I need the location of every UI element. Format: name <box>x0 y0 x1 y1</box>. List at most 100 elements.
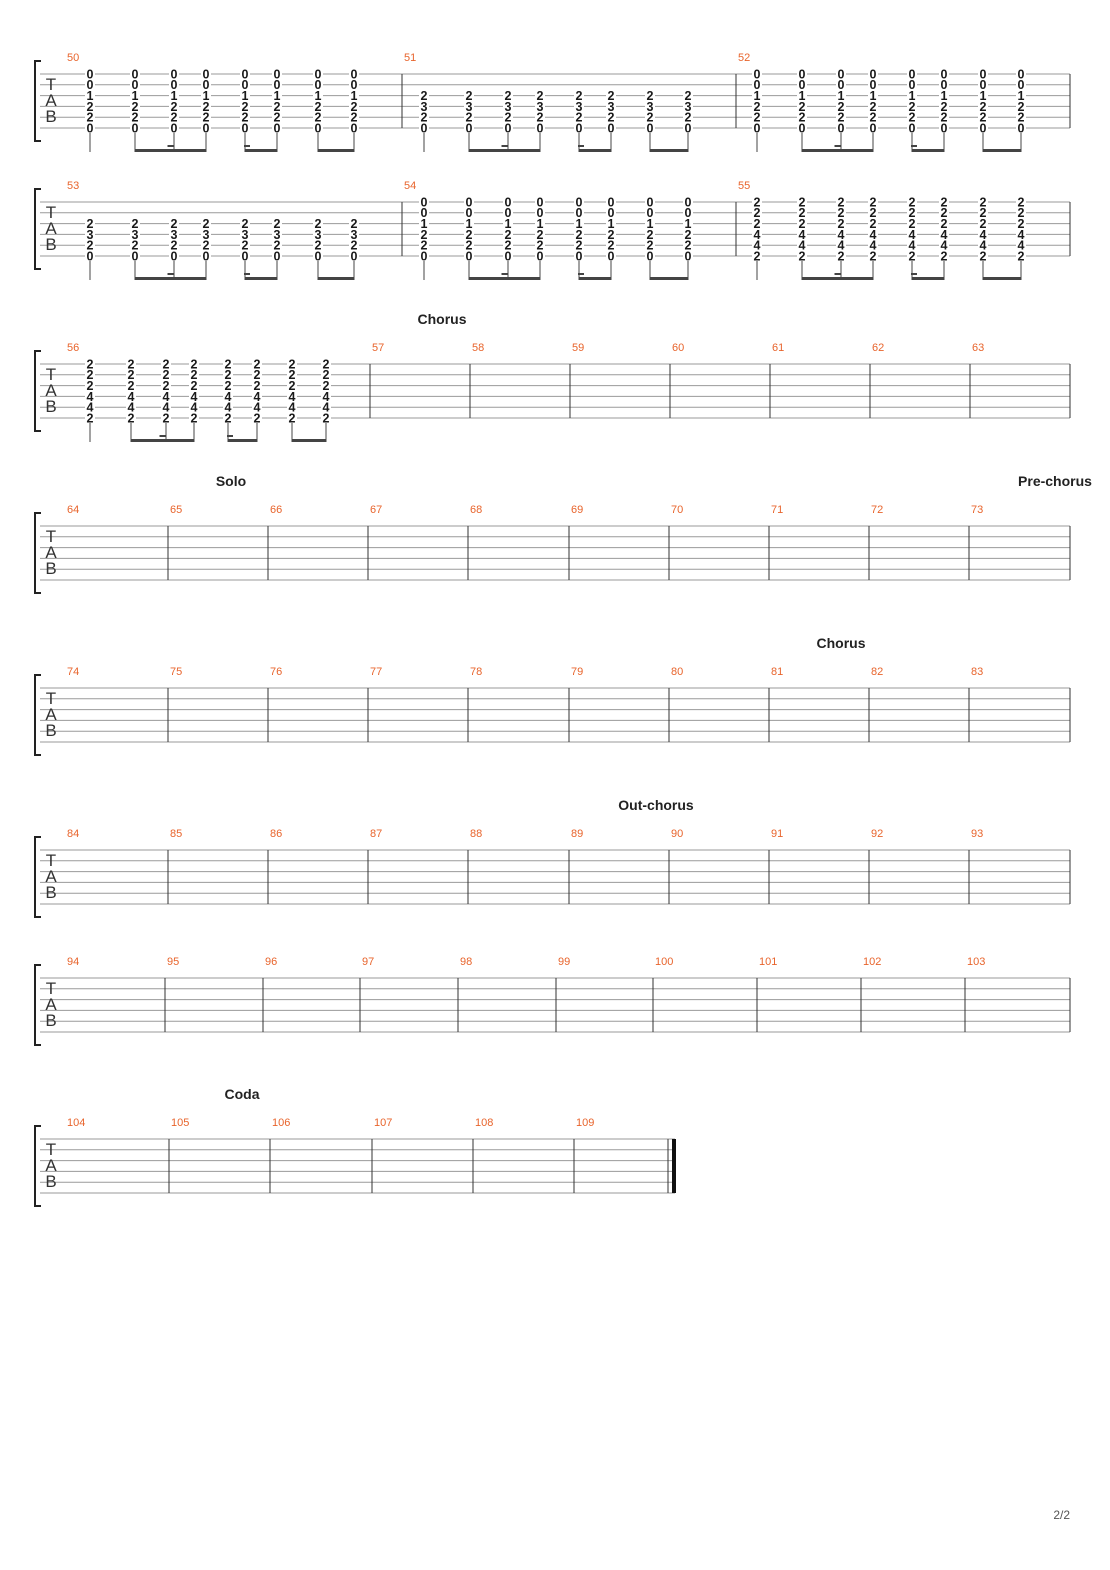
fret-number: 1 <box>421 217 428 231</box>
fret-number: 2 <box>203 217 210 231</box>
fret-bg <box>349 218 359 230</box>
fret-number: 2 <box>838 217 845 231</box>
fret-bg <box>535 250 545 262</box>
fret-number: 2 <box>163 411 170 425</box>
fret-bg <box>161 401 171 413</box>
fret-number: 0 <box>203 249 210 263</box>
fret-bg <box>349 250 359 262</box>
fret-bg <box>130 228 140 240</box>
note-beam <box>245 149 277 152</box>
fret-bg <box>978 207 988 219</box>
fret-number: 2 <box>980 249 987 263</box>
fret-number: 0 <box>647 206 654 220</box>
fret-number: 4 <box>191 390 198 404</box>
fret-bg <box>868 250 878 262</box>
fret-number: 2 <box>799 206 806 220</box>
fret-bg <box>85 228 95 240</box>
fret-number: 1 <box>608 217 615 231</box>
sixteenth-beam <box>911 145 917 147</box>
fret-number: 0 <box>576 121 583 135</box>
sixteenth-beam <box>834 145 841 147</box>
bar-number: 53 <box>67 180 79 192</box>
fret-bg <box>85 369 95 381</box>
fret-bg <box>201 79 211 91</box>
fret-number: 2 <box>289 368 296 382</box>
fret-bg <box>169 239 179 251</box>
fret-bg <box>85 412 95 424</box>
fret-bg <box>503 111 513 123</box>
fret-number: 2 <box>505 89 512 103</box>
final-bar-line <box>672 1139 676 1193</box>
bar-number: 65 <box>170 504 182 516</box>
fret-number: 0 <box>647 249 654 263</box>
fret-number: 2 <box>1018 217 1025 231</box>
fret-bg <box>606 100 616 112</box>
fret-bg <box>978 90 988 102</box>
fret-number: 2 <box>351 100 358 114</box>
fret-bg <box>1016 111 1026 123</box>
fret-bg <box>201 100 211 112</box>
fret-bg <box>1016 68 1026 80</box>
fret-number: 0 <box>870 78 877 92</box>
fret-bg <box>797 111 807 123</box>
fret-number: 0 <box>799 67 806 81</box>
fret-bg <box>240 68 250 80</box>
fret-number: 0 <box>505 206 512 220</box>
bar-number: 109 <box>576 1117 594 1129</box>
fret-bg <box>752 79 762 91</box>
fret-number: 4 <box>191 401 198 415</box>
fret-bg <box>939 207 949 219</box>
fret-number: 2 <box>838 100 845 114</box>
fret-number: 4 <box>87 401 94 415</box>
fret-number: 4 <box>289 401 296 415</box>
fret-number: 2 <box>1018 100 1025 114</box>
fret-bg <box>503 218 513 230</box>
fret-number: 4 <box>941 228 948 242</box>
fret-number: 2 <box>203 111 210 125</box>
fret-bg <box>85 358 95 370</box>
fret-number: 0 <box>537 249 544 263</box>
sixteenth-beam <box>159 435 166 437</box>
fret-number: 2 <box>87 217 94 231</box>
fret-number: 2 <box>421 111 428 125</box>
fret-number: 0 <box>576 249 583 263</box>
fret-bg <box>464 100 474 112</box>
fret-bg <box>419 122 429 134</box>
fret-bg <box>535 100 545 112</box>
fret-bg <box>349 228 359 240</box>
fret-number: 0 <box>87 121 94 135</box>
fret-bg <box>535 207 545 219</box>
fret-bg <box>503 100 513 112</box>
fret-number: 0 <box>421 249 428 263</box>
fret-number: 2 <box>505 228 512 242</box>
fret-number: 2 <box>225 379 232 393</box>
fret-bg <box>752 196 762 208</box>
fret-bg <box>606 239 616 251</box>
fret-number: 2 <box>799 100 806 114</box>
fret-bg <box>313 122 323 134</box>
tab-clef-letter: B <box>45 559 56 578</box>
fret-number: 0 <box>466 195 473 209</box>
bar-number: 103 <box>967 956 985 968</box>
note-beam <box>802 149 873 152</box>
fret-number: 2 <box>87 411 94 425</box>
fret-number: 2 <box>537 89 544 103</box>
fret-number: 2 <box>323 368 330 382</box>
sixteenth-beam <box>501 273 508 275</box>
fret-number: 0 <box>608 249 615 263</box>
fret-number: 1 <box>537 217 544 231</box>
fret-number: 0 <box>132 121 139 135</box>
fret-bg <box>574 218 584 230</box>
fret-bg <box>464 111 474 123</box>
fret-number: 3 <box>537 100 544 114</box>
fret-bg <box>503 196 513 208</box>
fret-number: 2 <box>315 239 322 253</box>
fret-bg <box>1016 100 1026 112</box>
tab-clef-letter: B <box>45 721 56 740</box>
fret-number: 2 <box>685 239 692 253</box>
bar-number: 52 <box>738 52 750 64</box>
fret-number: 0 <box>980 78 987 92</box>
system-bracket <box>34 836 41 918</box>
system-bracket <box>34 60 41 142</box>
fret-bg <box>683 228 693 240</box>
